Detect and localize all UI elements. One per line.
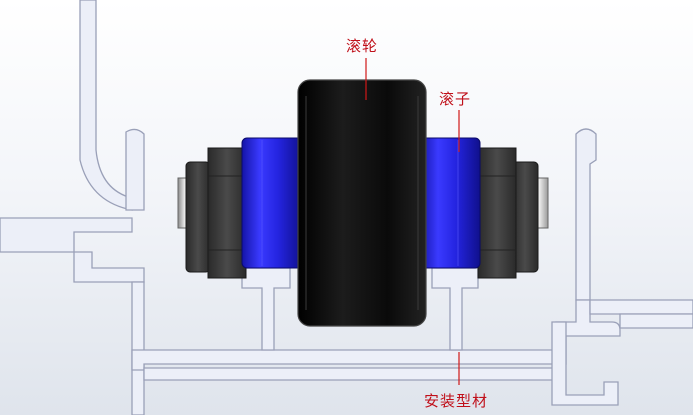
left-post [79, 0, 133, 211]
wheel [297, 79, 427, 327]
bottom-rail [131, 349, 561, 371]
left-mount-tab [241, 267, 291, 351]
profile-label: 安装型材 [424, 392, 489, 410]
left-flange-left [125, 128, 145, 211]
left-arm-upper [0, 217, 133, 253]
leader-lines [365, 58, 460, 385]
right-edge-plate [619, 313, 693, 329]
right-lower-arm [589, 299, 693, 315]
left-stem [131, 281, 145, 415]
left-bearing-assembly [177, 147, 247, 279]
right-mount-tab [431, 267, 479, 351]
left-roller [241, 137, 303, 269]
left-web [73, 251, 145, 283]
roller-label: 滚子 [439, 90, 472, 108]
right-flange [575, 128, 597, 301]
wheel-label: 滚轮 [346, 37, 379, 55]
right-lower-box [551, 321, 619, 406]
right-bearing-assembly [477, 147, 549, 279]
bottom-rail-lower [143, 367, 561, 381]
right-roller [419, 137, 481, 269]
